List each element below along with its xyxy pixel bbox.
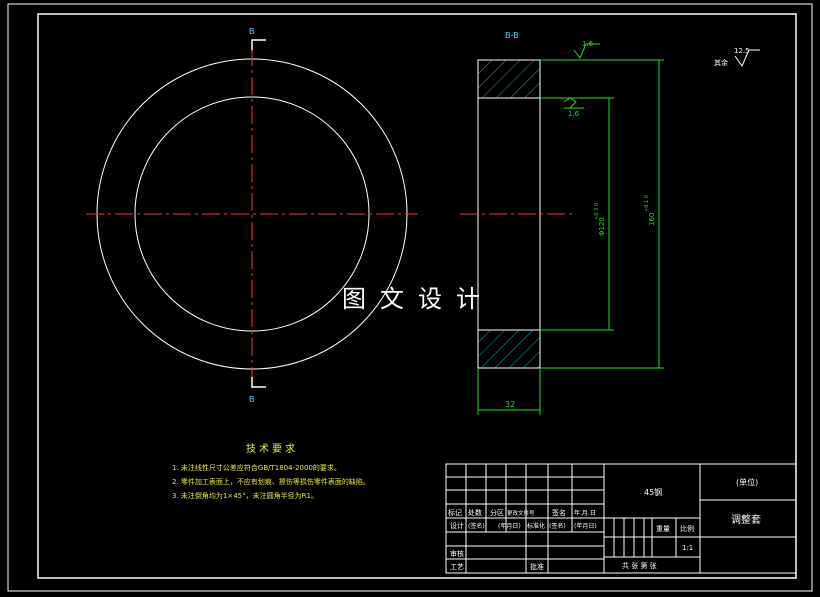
tb-standard: 标准化 (527, 522, 545, 530)
inner-dia-tolerance: +0.3 0 (594, 203, 600, 220)
section-cut-mark-top (251, 39, 266, 50)
tb-part-name: 调整套 (731, 513, 761, 526)
inner-dia-dimension: Φ120 (598, 217, 606, 236)
roughness-other-label: 其余 (714, 58, 728, 67)
tb-approve: 批准 (530, 562, 544, 571)
tb-sheets: 共 张 第 张 (622, 561, 657, 570)
tb-zone: 分区 (490, 508, 504, 517)
tb-date: 年.月.日 (574, 509, 596, 517)
tb-scale-value: 1:1 (682, 544, 693, 552)
roughness-other-symbol (734, 49, 760, 68)
section-mark-bottom-label: B (249, 395, 255, 404)
roughness-other-value: 12.5 (734, 47, 750, 55)
width-dimension: 32 (505, 400, 515, 409)
tech-requirement-item-2: 2. 零件加工表面上，不应有划痕、擦伤等损伤零件表面的缺陷。 (172, 477, 370, 486)
roughness-top-value: 1.6 (582, 40, 594, 48)
tb-date3: (年月日) (574, 522, 597, 530)
outer-dia-dimension: 160 (648, 213, 656, 226)
section-view: B-B 32 Φ120 +0.3 0 160 +0.1 0 1.6 1.6 (460, 31, 664, 415)
watermark: 图文设计 (342, 285, 494, 313)
tb-date2: (年月日) (498, 522, 521, 530)
section-bottom-wall-hatch (477, 329, 541, 369)
sheet-inner-border (37, 13, 797, 579)
tb-count: 处数 (468, 508, 482, 517)
tb-weight-label: 重量 (656, 525, 670, 533)
tb-sign3: (签名) (549, 522, 566, 530)
tb-review: 审核 (450, 549, 464, 558)
roughness-inner-value: 1.6 (568, 110, 580, 118)
tech-requirement-item-1: 1. 未注线性尺寸公差应符合GB/T1804-2000的要求。 (172, 463, 341, 472)
section-top-wall-hatch (477, 59, 541, 99)
section-cut-mark-bottom (251, 377, 266, 388)
section-mark-top-label: B (249, 27, 255, 36)
tech-requirements-title: 技术要求 (246, 442, 298, 455)
tb-change-doc: 更改文件号 (507, 509, 535, 517)
tb-sign: 签名 (552, 508, 566, 517)
roughness-other: 12.5 其余 (714, 47, 760, 68)
tech-requirement-item-3: 3. 未注倒角均为1×45°，未注圆角半径为R1。 (172, 491, 318, 500)
title-block-text: 标记 处数 分区 更改文件号 签名 年.月.日 设计 (签名) (年月日) 标准… (448, 477, 761, 571)
front-view: B B (86, 27, 418, 404)
tech-requirements: 技术要求 1. 未注线性尺寸公差应符合GB/T1804-2000的要求。 2. … (172, 442, 370, 500)
sheet-outer-border (7, 3, 813, 592)
tb-process: 工艺 (450, 563, 464, 571)
tb-design: 设计 (450, 521, 464, 530)
tb-sign2: (签名) (468, 522, 485, 530)
outer-dia-tolerance: +0.1 0 (644, 195, 650, 212)
tb-org: (单位) (736, 477, 758, 487)
title-block (445, 463, 797, 574)
tb-scale-label: 比例 (680, 524, 694, 533)
tb-material: 45钢 (644, 487, 662, 497)
roughness-inner-symbol (563, 97, 577, 109)
roughness-top-symbol (573, 43, 600, 59)
tb-mark: 标记 (448, 508, 462, 517)
section-view-label: B-B (505, 31, 519, 40)
